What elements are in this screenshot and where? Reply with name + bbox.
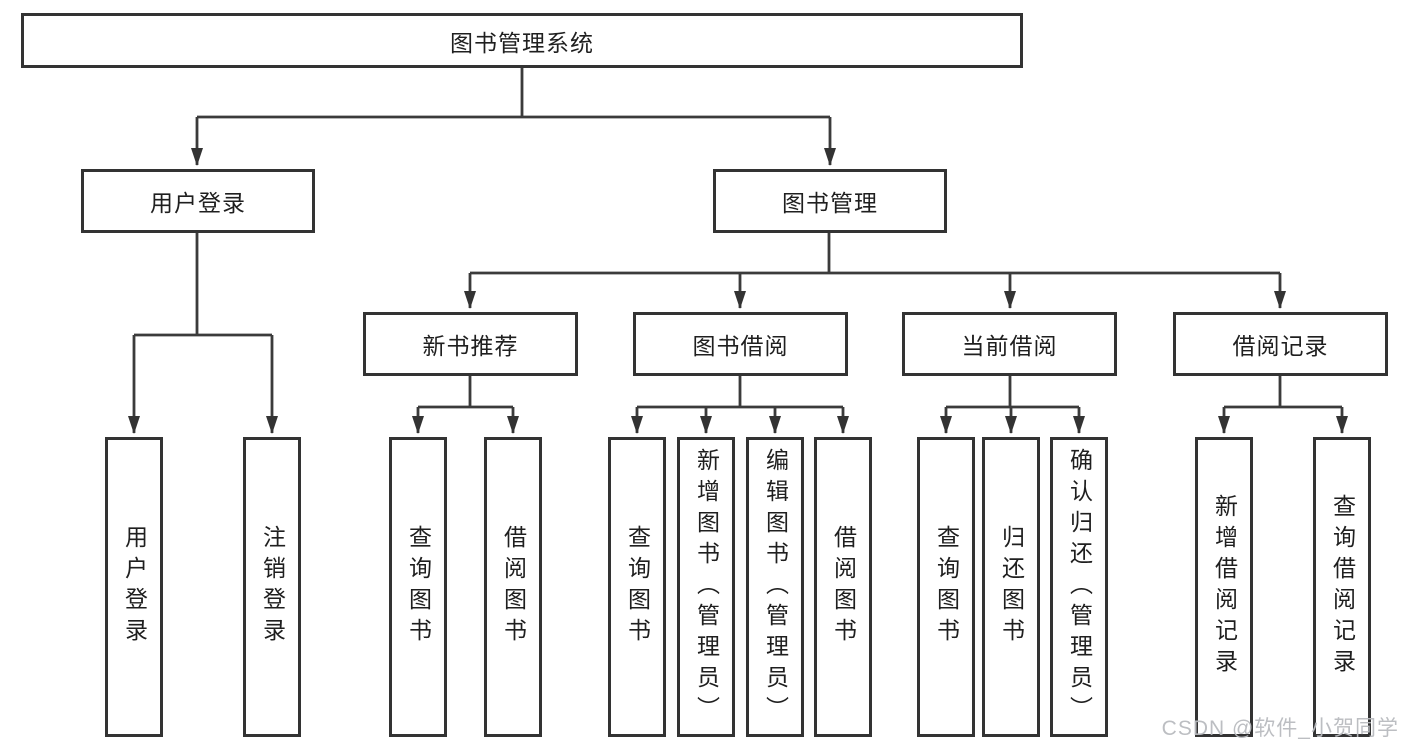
node-borrow-records: 借阅记录: [1173, 312, 1388, 376]
node-label: 查询图书: [624, 525, 651, 649]
node-label: 查询图书: [933, 525, 960, 649]
node-current-borrow: 当前借阅: [902, 312, 1117, 376]
node-label: 归还图书: [998, 525, 1025, 649]
node-book-management: 图书管理: [713, 169, 947, 233]
node-label: 新增借阅记录: [1211, 494, 1238, 680]
leaf-query-books-recommend: 查询图书: [389, 437, 447, 737]
node-user-login: 用户登录: [81, 169, 315, 233]
leaf-add-book-admin: 新增图书（管理员）: [677, 437, 735, 737]
leaf-user-login: 用户登录: [105, 437, 163, 737]
node-label: 查询借阅记录: [1329, 494, 1356, 680]
leaf-edit-book-admin: 编辑图书（管理员）: [746, 437, 804, 737]
node-label: 新增图书（管理员）: [693, 447, 720, 727]
node-label: 借阅记录: [1232, 333, 1329, 359]
node-system-root: 图书管理系统: [21, 13, 1023, 68]
node-label: 当前借阅: [961, 333, 1058, 359]
node-label: 图书管理系统: [450, 29, 594, 56]
leaf-query-borrow-record: 查询借阅记录: [1313, 437, 1371, 737]
leaf-borrow-books-recommend: 借阅图书: [484, 437, 542, 737]
leaf-query-books-borrow: 查询图书: [608, 437, 666, 737]
leaf-logout: 注销登录: [243, 437, 301, 737]
leaf-query-books-current: 查询图书: [917, 437, 975, 737]
leaf-borrow-books: 借阅图书: [814, 437, 872, 737]
node-label: 借阅图书: [500, 525, 527, 649]
node-new-book-recommend: 新书推荐: [363, 312, 578, 376]
node-book-borrow: 图书借阅: [633, 312, 848, 376]
node-label: 注销登录: [259, 525, 286, 649]
node-label: 借阅图书: [830, 525, 857, 649]
node-label: 确认归还（管理员）: [1066, 447, 1093, 727]
leaf-return-book: 归还图书: [982, 437, 1040, 737]
node-label: 用户登录: [150, 190, 246, 216]
node-label: 编辑图书（管理员）: [762, 447, 789, 727]
node-label: 图书管理: [782, 190, 878, 216]
node-label: 用户登录: [121, 525, 148, 649]
node-label: 图书借阅: [692, 333, 789, 359]
node-label: 新书推荐: [422, 333, 519, 359]
leaf-add-borrow-record: 新增借阅记录: [1195, 437, 1253, 737]
leaf-confirm-return-admin: 确认归还（管理员）: [1050, 437, 1108, 737]
node-label: 查询图书: [405, 525, 432, 649]
